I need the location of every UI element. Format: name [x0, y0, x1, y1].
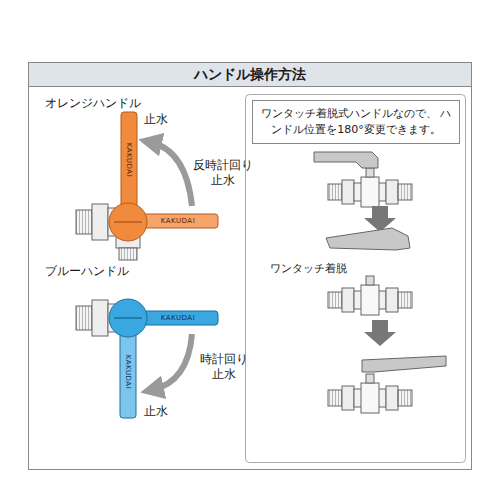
brand-mark: KAKUDAI: [124, 355, 133, 389]
detach-sequence: [314, 152, 446, 413]
brand-mark: KAKUDAI: [161, 314, 195, 323]
stop-label: 止水: [144, 404, 168, 419]
note-text: ワンタッチ着脱式ハンドルなので、 ハンドル位置を180°変更できます。: [259, 106, 453, 138]
stop-label: 止水: [144, 112, 168, 127]
step-label: ワンタッチ着脱: [270, 262, 347, 276]
brand-mark: KAKUDAI: [161, 217, 195, 226]
handle-label: ブルーハンドル: [45, 264, 129, 279]
rotation-label: 時計回り 止水: [196, 352, 252, 382]
note-box: ワンタッチ着脱式ハンドルなので、 ハンドル位置を180°変更できます。: [252, 100, 460, 144]
orange-valve: [76, 112, 218, 260]
title-band: ハンドル操作方法: [28, 62, 472, 86]
blue-valve: [76, 299, 218, 418]
brand-mark: KAKUDAI: [125, 143, 134, 177]
rotation-label: 反時計回り 止水: [190, 158, 256, 188]
handle-label: オレンジハンドル: [45, 96, 141, 111]
